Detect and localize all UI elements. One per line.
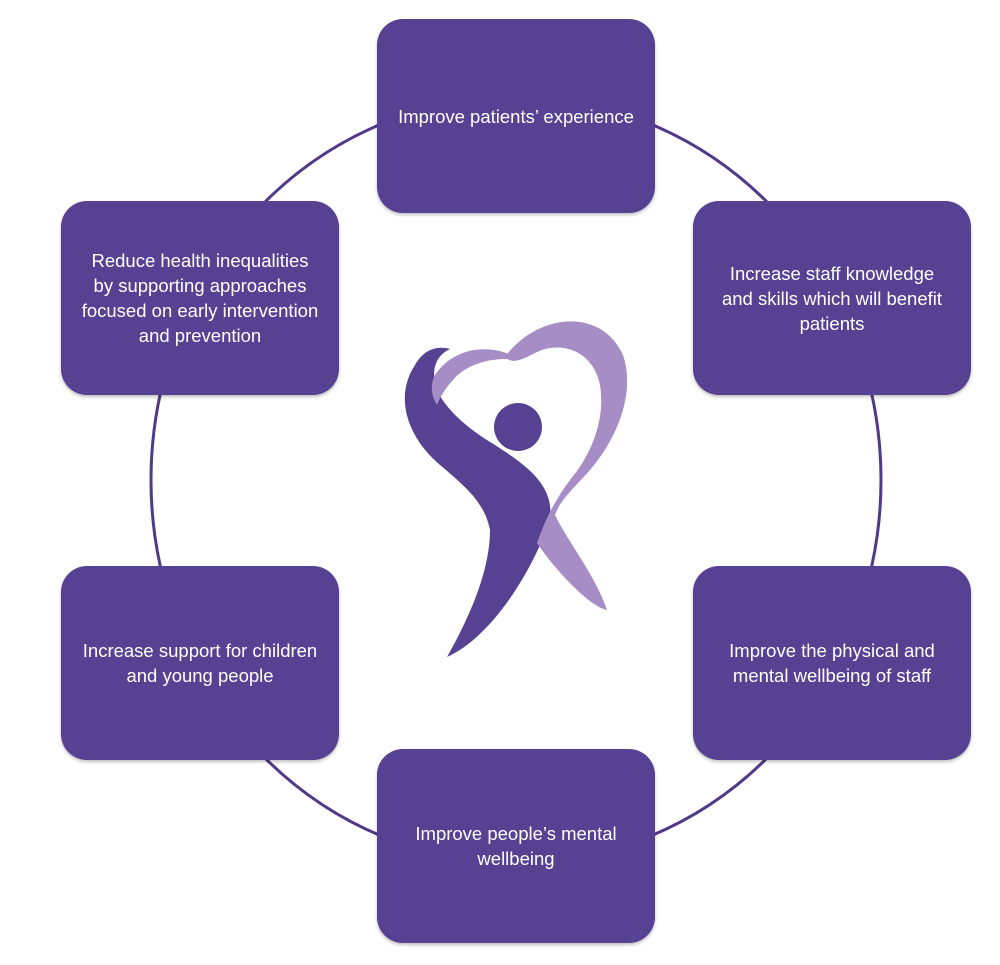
heart-person-icon <box>404 321 628 657</box>
goal-text-health-inequalities: Reduce health inequalities by supporting… <box>81 250 319 346</box>
goal-box-children-support: Increase support for children and young … <box>61 566 339 760</box>
goal-box-mental-wellbeing: Improve people’s mental wellbeing <box>377 749 655 943</box>
logo-dark-swoosh <box>404 347 551 657</box>
goal-box-staff-wellbeing: Improve the physical and mental wellbein… <box>693 566 971 760</box>
logo-light-swoosh <box>505 321 628 610</box>
logo-light-accent <box>431 349 520 405</box>
goal-text-patients-experience: Improve patients’ experience <box>398 105 634 127</box>
goal-text-staff-wellbeing: Improve the physical and mental wellbein… <box>729 640 935 686</box>
goal-text-children-support: Increase support for children and young … <box>82 640 318 686</box>
goal-box-staff-knowledge: Increase staff knowledge and skills whic… <box>693 201 971 395</box>
logo-head <box>494 403 542 451</box>
goal-box-health-inequalities: Reduce health inequalities by supporting… <box>61 201 339 395</box>
goal-text-mental-wellbeing: Improve people’s mental wellbeing <box>415 823 617 869</box>
goal-text-staff-knowledge: Increase staff knowledge and skills whic… <box>721 262 943 334</box>
goal-box-patients-experience: Improve patients’ experience <box>377 19 655 213</box>
